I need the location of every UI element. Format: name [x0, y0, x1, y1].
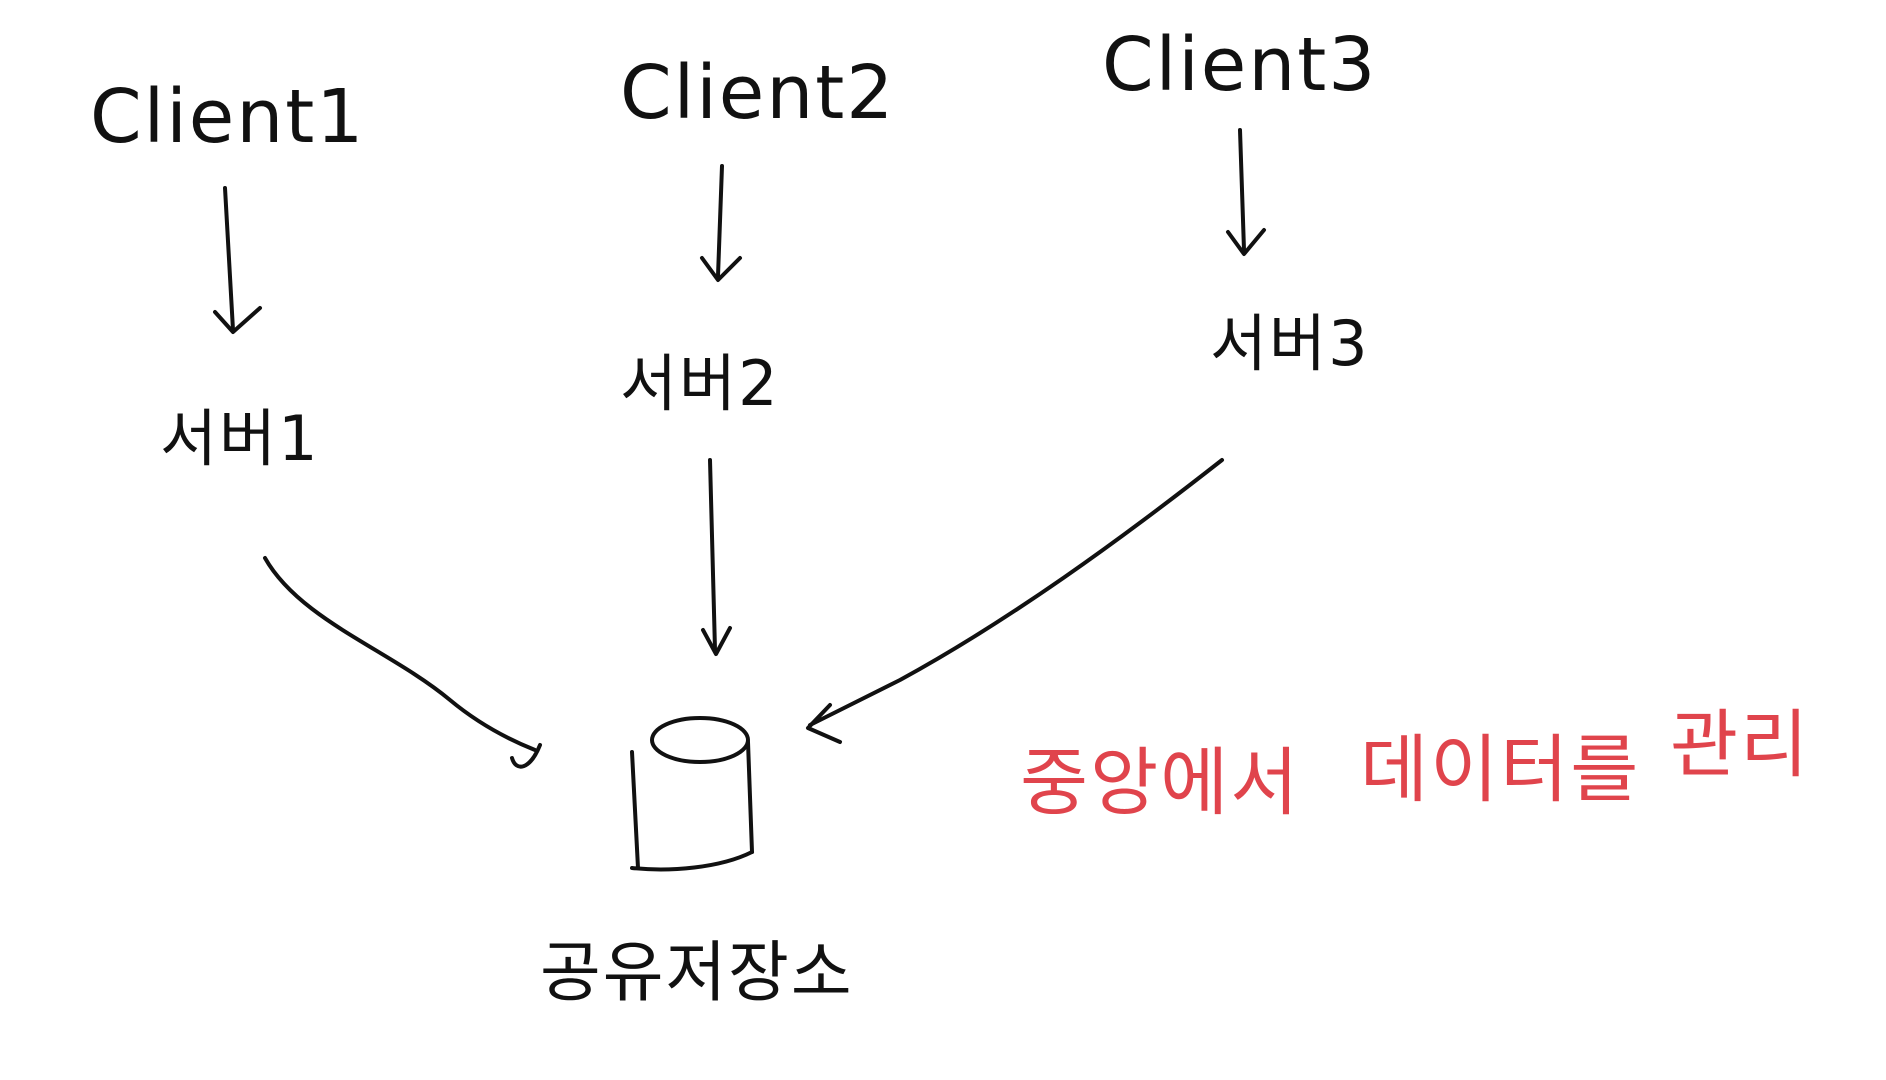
server1-label: 서버1 — [160, 402, 320, 475]
arrow-server3-to-storage — [806, 458, 1224, 744]
client1-label: Client1 — [90, 74, 365, 160]
arrow-client3-to-server3 — [1226, 128, 1266, 256]
note-word-3: 관리 — [1670, 702, 1810, 788]
note-word-1: 중앙에서 — [1020, 740, 1300, 826]
central-management-note: 중앙에서 데이터를 관리 — [1020, 702, 1810, 826]
arrow-server2-to-storage — [701, 458, 732, 656]
arrow-server1-to-storage — [263, 556, 542, 769]
storage-label: 공유저장소 — [540, 934, 854, 1011]
server3-label: 서버3 — [1210, 307, 1370, 380]
server2-label: 서버2 — [620, 347, 780, 420]
client2-label: Client2 — [620, 50, 895, 136]
database-cylinder-icon — [630, 716, 754, 872]
note-word-2: 데이터를 — [1360, 727, 1640, 813]
arrow-client2-to-server2 — [700, 164, 742, 282]
client3-label: Client3 — [1102, 22, 1377, 108]
arrow-client1-to-server1 — [213, 186, 262, 334]
